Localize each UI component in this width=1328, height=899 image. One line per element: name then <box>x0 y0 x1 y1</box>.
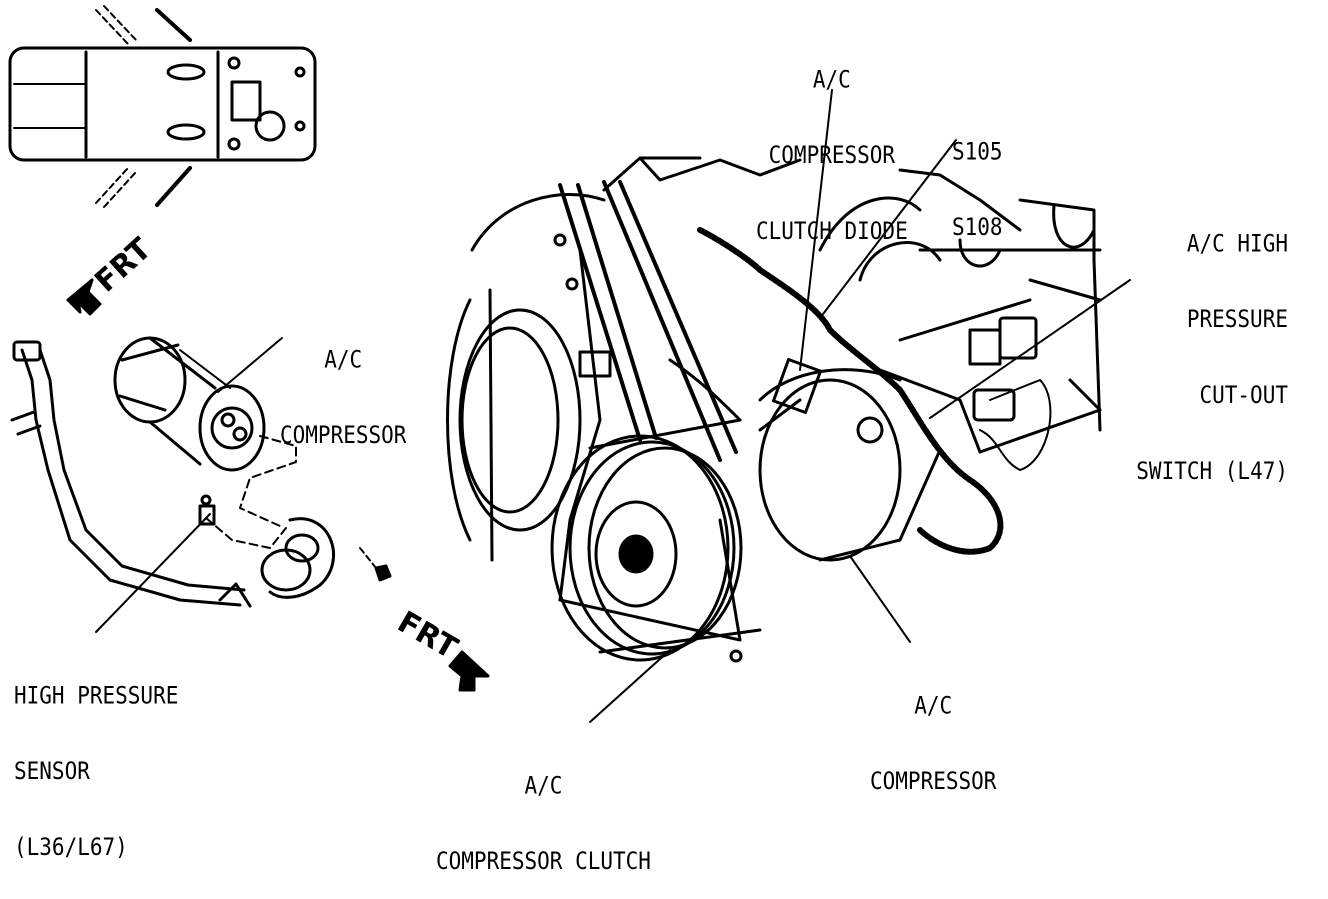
wiring-harness-icon <box>697 227 1052 555</box>
diagram-canvas <box>8 5 1131 723</box>
engine-assembly-icon <box>446 156 1102 663</box>
leader-compressor-right <box>849 555 911 643</box>
pressure-sensor-small-icon <box>198 494 216 526</box>
compressor-small-icon <box>113 336 266 472</box>
front-arrow-icon-bottom <box>448 650 490 692</box>
leader-splice <box>819 139 957 319</box>
bolt-icon <box>359 547 392 582</box>
leader-cutout-switch <box>929 279 1131 419</box>
compressor-clutch-pulley-icon <box>550 418 762 662</box>
front-arrow-icon-top <box>66 278 102 316</box>
label-high-pressure-sensor: HIGH PRESSURE SENSOR (L36/L67) <box>14 681 179 861</box>
label-compressor-left: A/C COMPRESSOR <box>280 345 407 449</box>
leader-diode <box>799 89 833 371</box>
label-splice: S105 S108 <box>952 137 1003 241</box>
leader-high-pressure-sensor <box>95 513 211 633</box>
leader-compressor-left <box>217 337 283 393</box>
label-compressor-clutch-diode: A/C COMPRESSOR CLUTCH DIODE <box>756 65 908 245</box>
hose-routing-dashed <box>205 435 297 549</box>
label-compressor-clutch: A/C COMPRESSOR CLUTCH <box>436 771 651 875</box>
label-compressor-right: A/C COMPRESSOR <box>870 691 997 795</box>
leader-compressor-clutch <box>589 649 671 723</box>
vehicle-top-view-icon <box>8 5 317 208</box>
hose-assembly-icon <box>10 340 336 608</box>
label-high-pressure-cutout-switch: A/C HIGH PRESSURE CUT-OUT SWITCH (L47) <box>1136 229 1288 485</box>
